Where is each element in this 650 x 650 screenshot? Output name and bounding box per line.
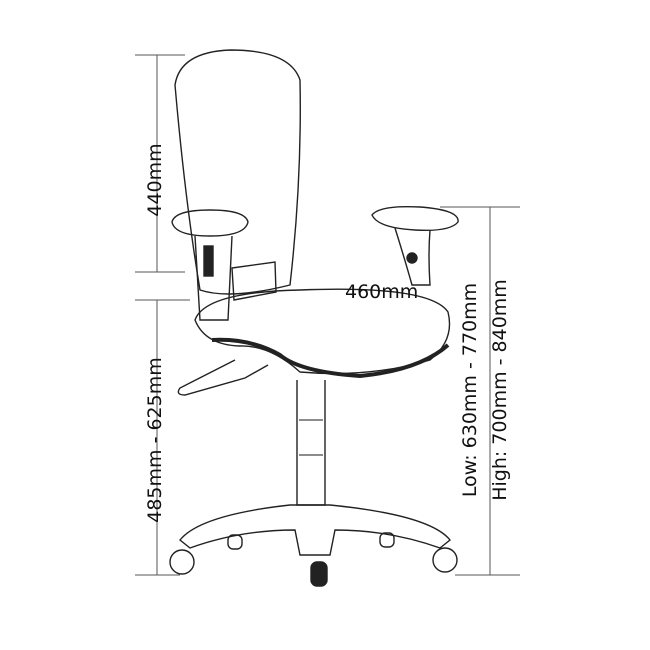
casters xyxy=(169,532,458,587)
left-dimension-line xyxy=(135,54,190,576)
seat-cushion-edge xyxy=(211,337,450,379)
left-armrest xyxy=(171,209,249,321)
overall-height-high-label: High: 700mm - 840mm xyxy=(489,279,511,501)
overall-height-low-label: Low: 630mm - 770mm xyxy=(459,282,481,498)
backrest-height-label: 440mm xyxy=(144,143,166,217)
right-armrest xyxy=(371,205,459,286)
chair-base xyxy=(179,504,451,556)
gas-cylinder xyxy=(296,380,326,506)
seat-height-label: 485mm - 625mm xyxy=(144,357,166,523)
backrest xyxy=(174,49,301,295)
adjustment-lever xyxy=(177,359,269,396)
back-support xyxy=(231,261,277,301)
right-dimension-line xyxy=(440,206,520,576)
seat-width-label: 460mm xyxy=(345,281,419,303)
